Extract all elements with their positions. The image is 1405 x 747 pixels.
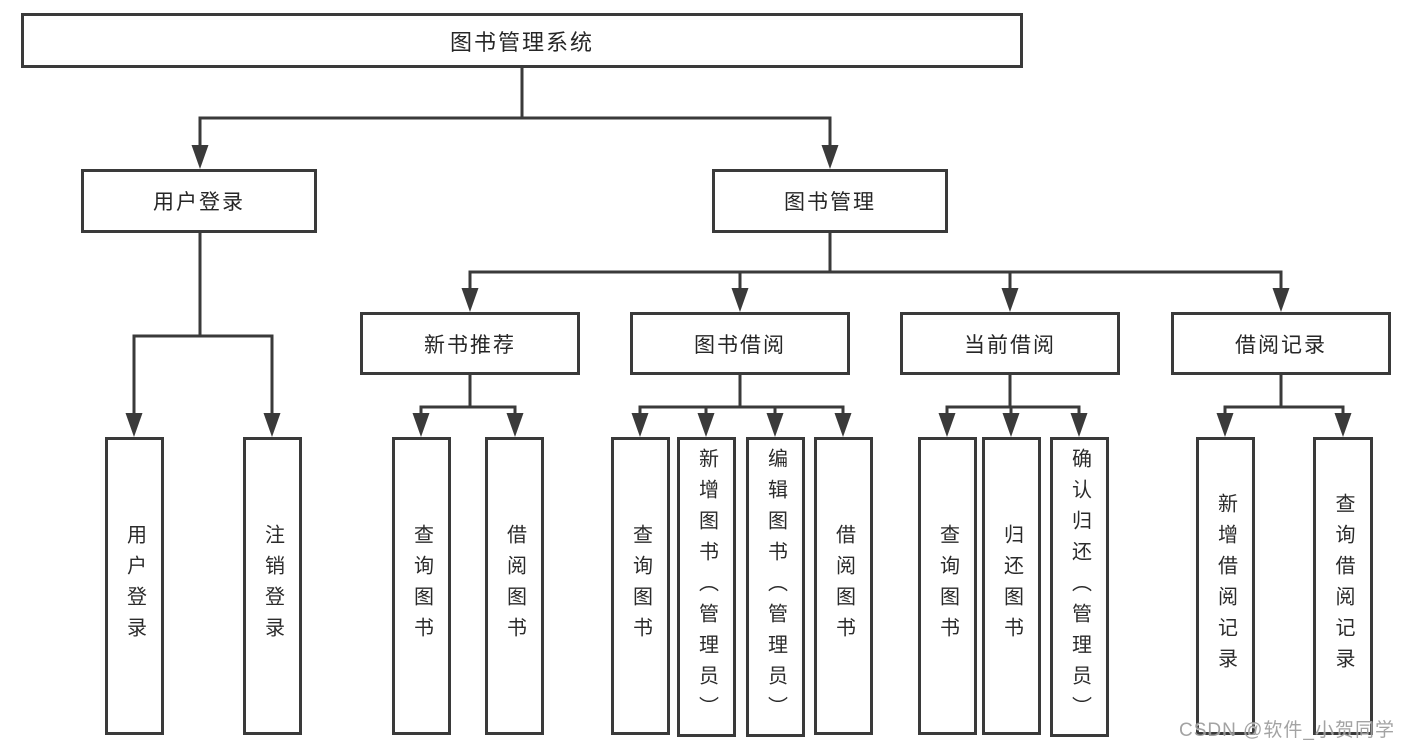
- leaf-label: 确认归还（管理员）: [1068, 447, 1091, 727]
- leaf-borrow-books-recommend: 借阅图书: [485, 437, 544, 735]
- node-current-borrow: 当前借阅: [900, 312, 1120, 375]
- leaf-label: 借阅图书: [832, 524, 855, 648]
- leaf-query-books-recommend: 查询图书: [392, 437, 451, 735]
- leaf-return-book: 归还图书: [982, 437, 1041, 735]
- node-library-management-system: 图书管理系统: [21, 13, 1023, 68]
- node-book-borrow: 图书借阅: [630, 312, 850, 375]
- node-label: 当前借阅: [964, 333, 1056, 357]
- leaf-add-borrow-record: 新增借阅记录: [1196, 437, 1255, 735]
- leaf-label: 查询图书: [410, 524, 433, 648]
- node-new-book-recommend: 新书推荐: [360, 312, 580, 375]
- node-label: 用户登录: [153, 191, 245, 214]
- leaf-query-borrow-record: 查询借阅记录: [1313, 437, 1373, 735]
- leaf-borrow-books: 借阅图书: [814, 437, 873, 735]
- leaf-edit-book-admin: 编辑图书（管理员）: [746, 437, 805, 737]
- leaf-label: 借阅图书: [503, 524, 526, 648]
- leaf-label: 编辑图书（管理员）: [764, 447, 787, 727]
- leaf-user-login: 用户登录: [105, 437, 164, 735]
- node-label: 图书借阅: [694, 333, 786, 357]
- leaf-label: 查询图书: [629, 524, 652, 648]
- watermark: CSDN @软件_小贺同学: [1179, 720, 1395, 741]
- leaf-label: 归还图书: [1000, 524, 1023, 648]
- leaf-add-book-admin: 新增图书（管理员）: [677, 437, 736, 737]
- node-label: 图书管理: [784, 191, 876, 214]
- leaf-query-books-current: 查询图书: [918, 437, 977, 735]
- leaf-label: 新增借阅记录: [1214, 493, 1237, 679]
- node-user-login: 用户登录: [81, 169, 317, 233]
- node-borrow-records: 借阅记录: [1171, 312, 1391, 375]
- leaf-confirm-return-admin: 确认归还（管理员）: [1050, 437, 1109, 737]
- leaf-label: 注销登录: [261, 524, 284, 648]
- node-label: 新书推荐: [424, 333, 516, 357]
- leaf-label: 查询图书: [936, 524, 959, 648]
- node-label: 图书管理系统: [449, 29, 594, 55]
- node-book-management: 图书管理: [712, 169, 948, 233]
- leaf-query-books-borrow: 查询图书: [611, 437, 670, 735]
- leaf-logout: 注销登录: [243, 437, 302, 735]
- leaf-label: 新增图书（管理员）: [695, 447, 718, 727]
- leaf-label: 查询借阅记录: [1332, 493, 1354, 679]
- node-label: 借阅记录: [1235, 333, 1327, 357]
- leaf-label: 用户登录: [123, 524, 146, 648]
